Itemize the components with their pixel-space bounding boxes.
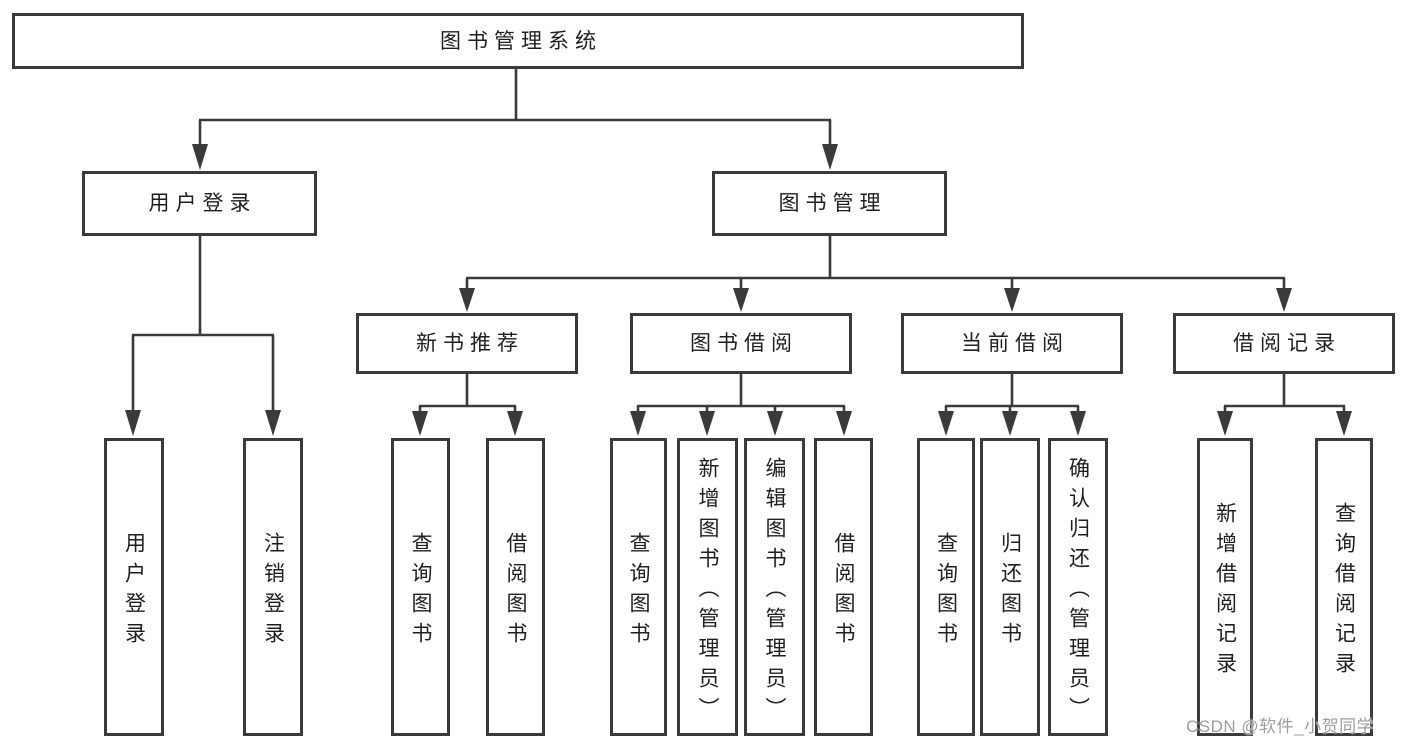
- node-label: 借阅图书: [832, 531, 855, 652]
- node-add-borrow-record: 新增借阅记录: [1197, 438, 1253, 736]
- node-borrow-books-borrowing: 借阅图书: [814, 438, 873, 736]
- connector-root-to-level2: [192, 69, 838, 170]
- arrowhead: [1276, 288, 1292, 312]
- arrowhead: [699, 411, 715, 436]
- node-library-management-system: 图书管理系统: [12, 13, 1024, 69]
- node-query-books-recommend: 查询图书: [391, 438, 450, 736]
- node-label: 查询图书: [409, 531, 432, 652]
- node-user-login: 用户登录: [104, 438, 164, 736]
- node-label: 当前借阅: [961, 332, 1069, 355]
- node-borrowing-records: 借阅记录: [1173, 313, 1395, 374]
- connector-newbook-group: [412, 374, 523, 436]
- node-label: 归还图书: [998, 531, 1022, 652]
- node-confirm-return-admin: 确认归还（管理员）: [1048, 438, 1108, 736]
- arrowhead: [459, 288, 475, 312]
- node-user-login-module: 用户登录: [82, 171, 317, 236]
- node-label: 新增图书（管理员）: [696, 456, 719, 727]
- node-query-books-current: 查询图书: [917, 438, 975, 736]
- node-label: 图书借阅: [690, 332, 798, 355]
- node-new-book-recommendation: 新书推荐: [356, 313, 578, 374]
- arrowhead: [507, 411, 523, 436]
- node-label: 确认归还（管理员）: [1066, 456, 1090, 727]
- node-return-books: 归还图书: [980, 438, 1040, 736]
- arrowhead: [125, 410, 141, 436]
- connector-book-mgmt-to-level3: [459, 236, 1292, 312]
- node-label: 编辑图书（管理员）: [763, 456, 786, 727]
- connector-records-group: [1217, 374, 1352, 436]
- arrowhead: [630, 411, 646, 436]
- arrowhead: [192, 144, 208, 170]
- node-query-borrow-record: 查询借阅记录: [1315, 438, 1373, 736]
- csdn-watermark: CSDN @软件_小贺同学: [1186, 717, 1375, 736]
- node-label: 查询图书: [627, 531, 650, 652]
- arrowhead: [836, 411, 852, 436]
- arrowhead: [265, 410, 281, 436]
- node-add-books-admin: 新增图书（管理员）: [677, 438, 738, 736]
- node-current-borrowing: 当前借阅: [901, 313, 1123, 374]
- arrowhead: [1336, 411, 1352, 436]
- node-label: 借阅记录: [1233, 332, 1341, 355]
- node-book-management-module: 图书管理: [712, 171, 947, 236]
- node-label: 借阅图书: [504, 531, 527, 652]
- node-logout-login: 注销登录: [243, 438, 303, 736]
- node-label: 用户登录: [148, 192, 257, 215]
- arrowhead: [767, 411, 783, 436]
- connector-current-group: [938, 374, 1086, 436]
- arrowhead: [1004, 288, 1020, 312]
- connector-borrowing-group: [630, 374, 852, 436]
- node-label: 注销登录: [261, 531, 285, 652]
- arrowhead: [412, 411, 428, 436]
- connector-user-login-to-children: [125, 236, 281, 436]
- arrowhead: [1070, 411, 1086, 436]
- node-label: 查询图书: [934, 531, 958, 652]
- arrowhead: [1002, 411, 1018, 436]
- arrowhead: [733, 288, 749, 312]
- node-edit-books-admin: 编辑图书（管理员）: [744, 438, 805, 736]
- arrowhead: [822, 144, 838, 170]
- node-borrow-books-recommend: 借阅图书: [486, 438, 545, 736]
- node-query-books-borrowing: 查询图书: [610, 438, 667, 736]
- node-label: 新书推荐: [416, 332, 524, 355]
- node-label: 查询借阅记录: [1332, 501, 1356, 682]
- node-book-borrowing: 图书借阅: [630, 313, 852, 374]
- node-label: 图书管理系统: [440, 29, 602, 53]
- arrowhead: [1217, 411, 1233, 436]
- node-label: 图书管理: [778, 192, 887, 215]
- node-label: 用户登录: [122, 531, 146, 652]
- node-label: 新增借阅记录: [1213, 501, 1237, 682]
- arrowhead: [938, 411, 954, 436]
